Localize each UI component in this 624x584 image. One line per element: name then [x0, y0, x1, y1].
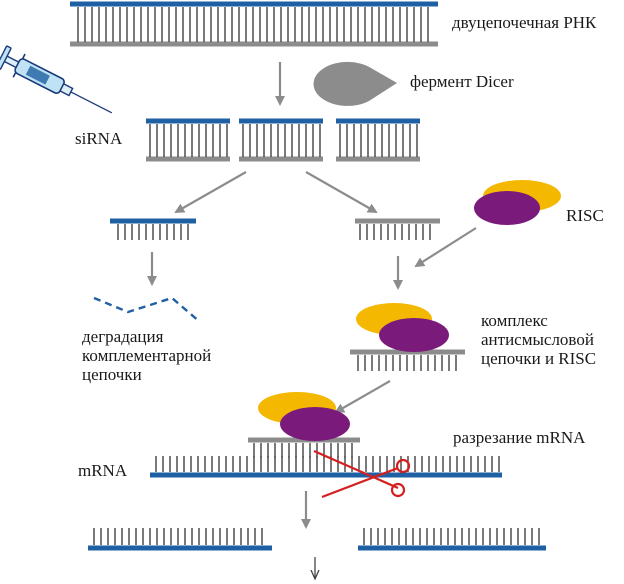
- label-degradation-line-3: цепочки: [82, 365, 142, 384]
- label-complex-line-2: антисмысловой: [481, 330, 594, 349]
- arrow-sirna-to-antisense: [305, 171, 378, 213]
- rna-strands: [70, 1, 546, 551]
- risc-complex-on-mrna: [258, 392, 350, 441]
- arrow-complex-to-mrna: [334, 380, 391, 413]
- label-dsrna: двуцепочечная РНК: [452, 13, 597, 32]
- label-degradation: деградация комплементарной цепочки: [82, 327, 211, 384]
- risc-complex-bound: [356, 303, 449, 352]
- label-complex-line-3: цепочки и RISC: [481, 349, 597, 368]
- label-complex-line-1: комплекс: [481, 311, 548, 330]
- arrow-risc-to-complex: [414, 227, 477, 268]
- label-cutting: разрезание mRNA: [453, 428, 586, 447]
- label-degradation-line-1: деградация: [82, 327, 164, 346]
- dicer-pacman-icon: [313, 61, 397, 106]
- arrow-sirna-to-sense: [174, 171, 247, 213]
- label-mrna: mRNA: [78, 461, 128, 480]
- risc-complex-free: [474, 180, 561, 225]
- label-complex: комплекс антисмысловой цепочки и RISC: [481, 311, 596, 368]
- pathway-arrows: [147, 62, 477, 529]
- syringe-icon: [0, 45, 113, 114]
- label-risc: RISC: [566, 206, 604, 225]
- degraded-strand: [93, 296, 201, 323]
- scissors-icon: [313, 449, 411, 499]
- label-sirna: siRNA: [75, 129, 123, 148]
- label-degradation-line-2: комплементарной: [82, 346, 212, 365]
- label-dicer: фермент Dicer: [410, 72, 514, 91]
